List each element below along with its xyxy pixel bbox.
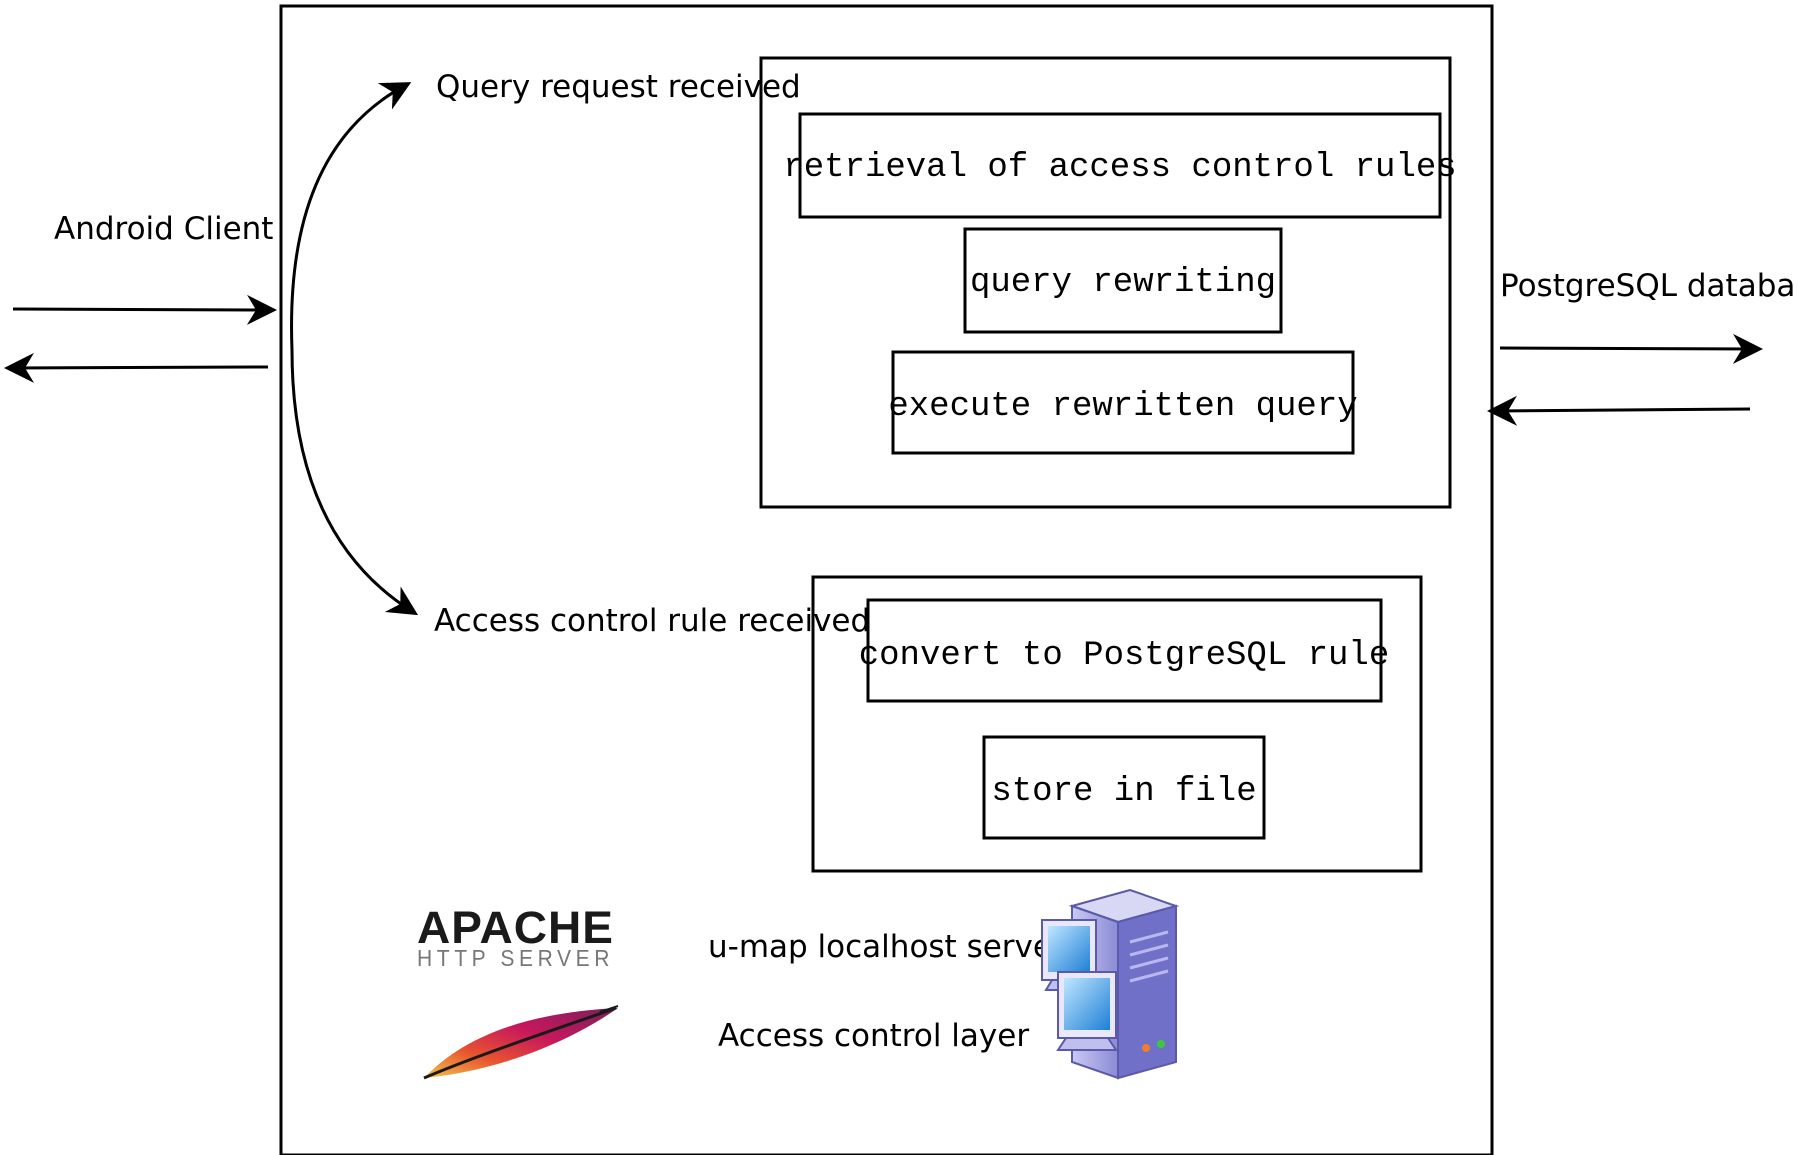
query-branch-arrow: [290, 82, 412, 351]
database-response-arrow: [1487, 395, 1751, 426]
step-box-execute: [891, 350, 1355, 455]
postgresql-database-label: PostgreSQL database: [1500, 268, 1797, 304]
rule-processing-box: [811, 575, 1423, 873]
apache-logo: APACHE HTTP SERVER: [417, 902, 619, 1080]
query-request-label: Query request received: [436, 69, 801, 105]
rule-branch-arrow: [290, 349, 419, 616]
database-request-arrow: [1499, 333, 1763, 364]
step-convert-text: convert to PostgreSQL rule: [859, 637, 1390, 675]
apache-logo-subtitle: HTTP SERVER: [417, 945, 614, 971]
step-box-store: [982, 735, 1266, 840]
step-rewriting-text: query rewriting: [970, 264, 1276, 302]
apache-feather-icon: [423, 1005, 619, 1080]
client-request-arrow: [12, 294, 277, 325]
step-retrieval-text: retrieval of access control rules: [783, 149, 1456, 187]
server-label: u-map localhost server: [708, 929, 1065, 965]
server-computers-icon: [1041, 888, 1180, 1080]
step-box-retrieval: [798, 112, 1442, 219]
layer-label: Access control layer: [718, 1018, 1029, 1054]
step-box-rewriting: [963, 227, 1283, 334]
query-processing-box: [759, 56, 1452, 509]
step-store-text: store in file: [991, 773, 1256, 811]
step-execute-text: execute rewritten query: [888, 388, 1357, 426]
apache-logo-word: APACHE: [417, 902, 614, 953]
access-rule-label: Access control rule received: [434, 603, 870, 639]
step-box-convert: [866, 598, 1383, 703]
android-client-label: Android Client: [54, 211, 273, 247]
access-control-layer-box: [279, 4, 1494, 1155]
client-response-arrow: [4, 352, 269, 383]
